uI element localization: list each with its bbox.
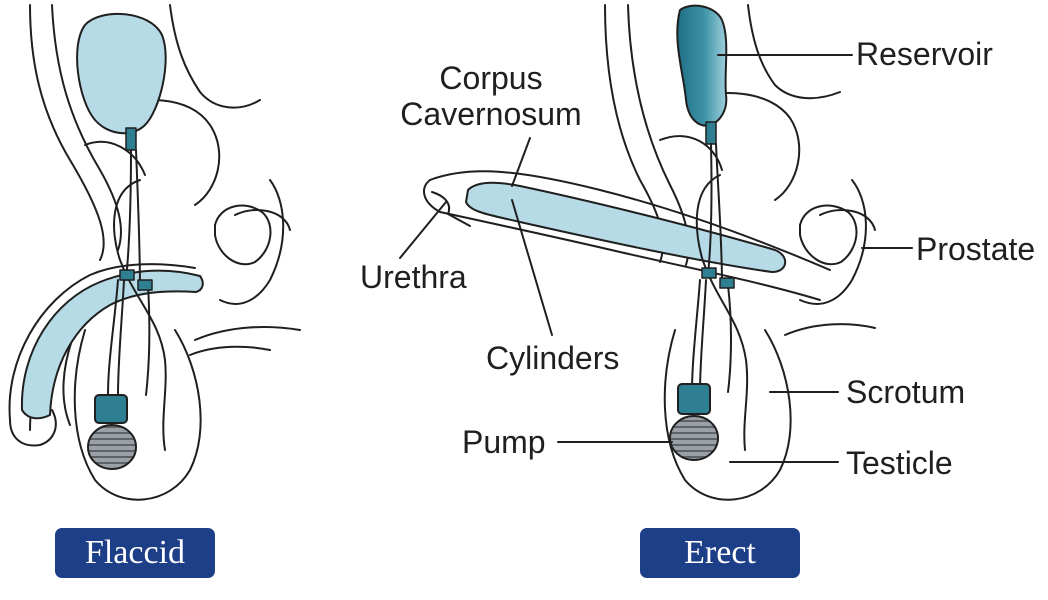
label-prostate: Prostate [916, 231, 1036, 267]
label-corpus-cavernosum: Corpus Cavernosum [396, 60, 586, 132]
badge-flaccid: Flaccid [55, 528, 215, 578]
leader-urethra [399, 201, 447, 259]
label-urethra: Urethra [360, 259, 467, 295]
label-corpus-line2: Cavernosum [400, 96, 582, 132]
label-cylinders: Cylinders [486, 340, 620, 376]
label-corpus-line1: Corpus [439, 60, 543, 96]
leader-cylinders [511, 199, 553, 336]
erect-device [465, 4, 787, 461]
label-scrotum: Scrotum [846, 374, 966, 410]
label-pump: Pump [462, 424, 546, 460]
flaccid-device [20, 12, 204, 470]
leader-lines [399, 54, 913, 463]
badge-erect: Erect [640, 528, 800, 578]
leader-corpus [511, 137, 531, 187]
label-testicle: Testicle [846, 445, 953, 481]
label-reservoir: Reservoir [856, 36, 993, 72]
